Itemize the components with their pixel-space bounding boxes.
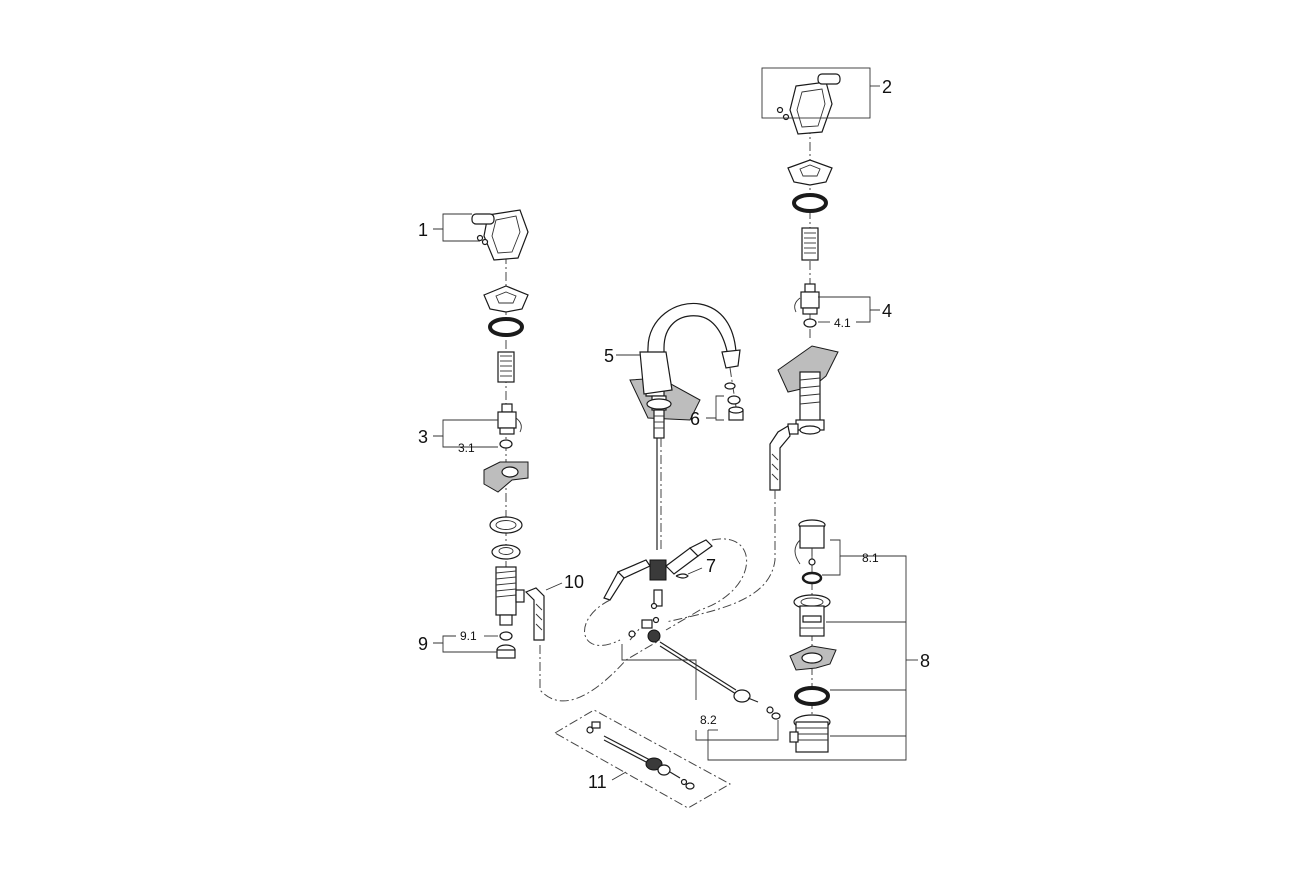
left-spline-adapter [497, 351, 515, 383]
callout-9-1: 9.1 [460, 629, 477, 643]
callout-8-1: 8.1 [862, 551, 879, 565]
callout-9: 9 [418, 634, 428, 654]
drain-assembly [789, 519, 837, 753]
rod-kit [553, 709, 732, 809]
callout-7: 7 [706, 556, 716, 576]
left-deck-section [483, 461, 529, 493]
right-deck-section [777, 345, 839, 393]
right-hose [769, 425, 791, 491]
drain-stopper [794, 519, 826, 585]
callout-5: 5 [604, 346, 614, 366]
left-supply-nut [496, 644, 516, 659]
callout-10: 10 [564, 572, 584, 592]
left-nut [491, 544, 521, 560]
callout-1: 1 [418, 220, 428, 240]
callout-4: 4 [882, 301, 892, 321]
drain-flange [793, 594, 831, 637]
tee-connector [603, 539, 713, 607]
right-handle-assembly [769, 73, 841, 491]
left-handle [471, 209, 529, 261]
leader-lines [433, 67, 918, 781]
callout-11: 11 [588, 772, 607, 792]
left-o-ring [488, 317, 524, 337]
callout-2: 2 [882, 77, 892, 97]
left-washer [489, 516, 523, 534]
left-handle-assembly [471, 209, 545, 659]
right-escutcheon [787, 159, 833, 186]
routing-lines [539, 490, 776, 702]
aerator [724, 367, 744, 421]
callout-4-1: 4.1 [834, 316, 851, 330]
left-cartridge [497, 403, 522, 435]
drain-body [789, 714, 831, 753]
callout-8-2: 8.2 [700, 713, 717, 727]
right-cartridge [794, 283, 820, 315]
drain-gasket [794, 686, 830, 706]
callout-3-1: 3.1 [458, 441, 475, 455]
right-spline-adapter [801, 227, 819, 261]
right-o-ring [792, 193, 828, 213]
right-handle [776, 73, 841, 135]
left-valve-body [495, 566, 525, 626]
callout-3: 3 [418, 427, 428, 447]
callout-6: 6 [690, 409, 700, 429]
callout-8: 8 [920, 651, 930, 671]
pop-up-rod [628, 602, 781, 720]
spout-assembly [629, 302, 741, 550]
right-valve-body [787, 371, 825, 435]
left-hose [524, 587, 545, 641]
left-escutcheon [483, 285, 529, 313]
callout-labels: 1 2 3 3.1 4 4.1 5 6 7 8 8.1 8.2 9 9.1 10… [418, 77, 930, 792]
